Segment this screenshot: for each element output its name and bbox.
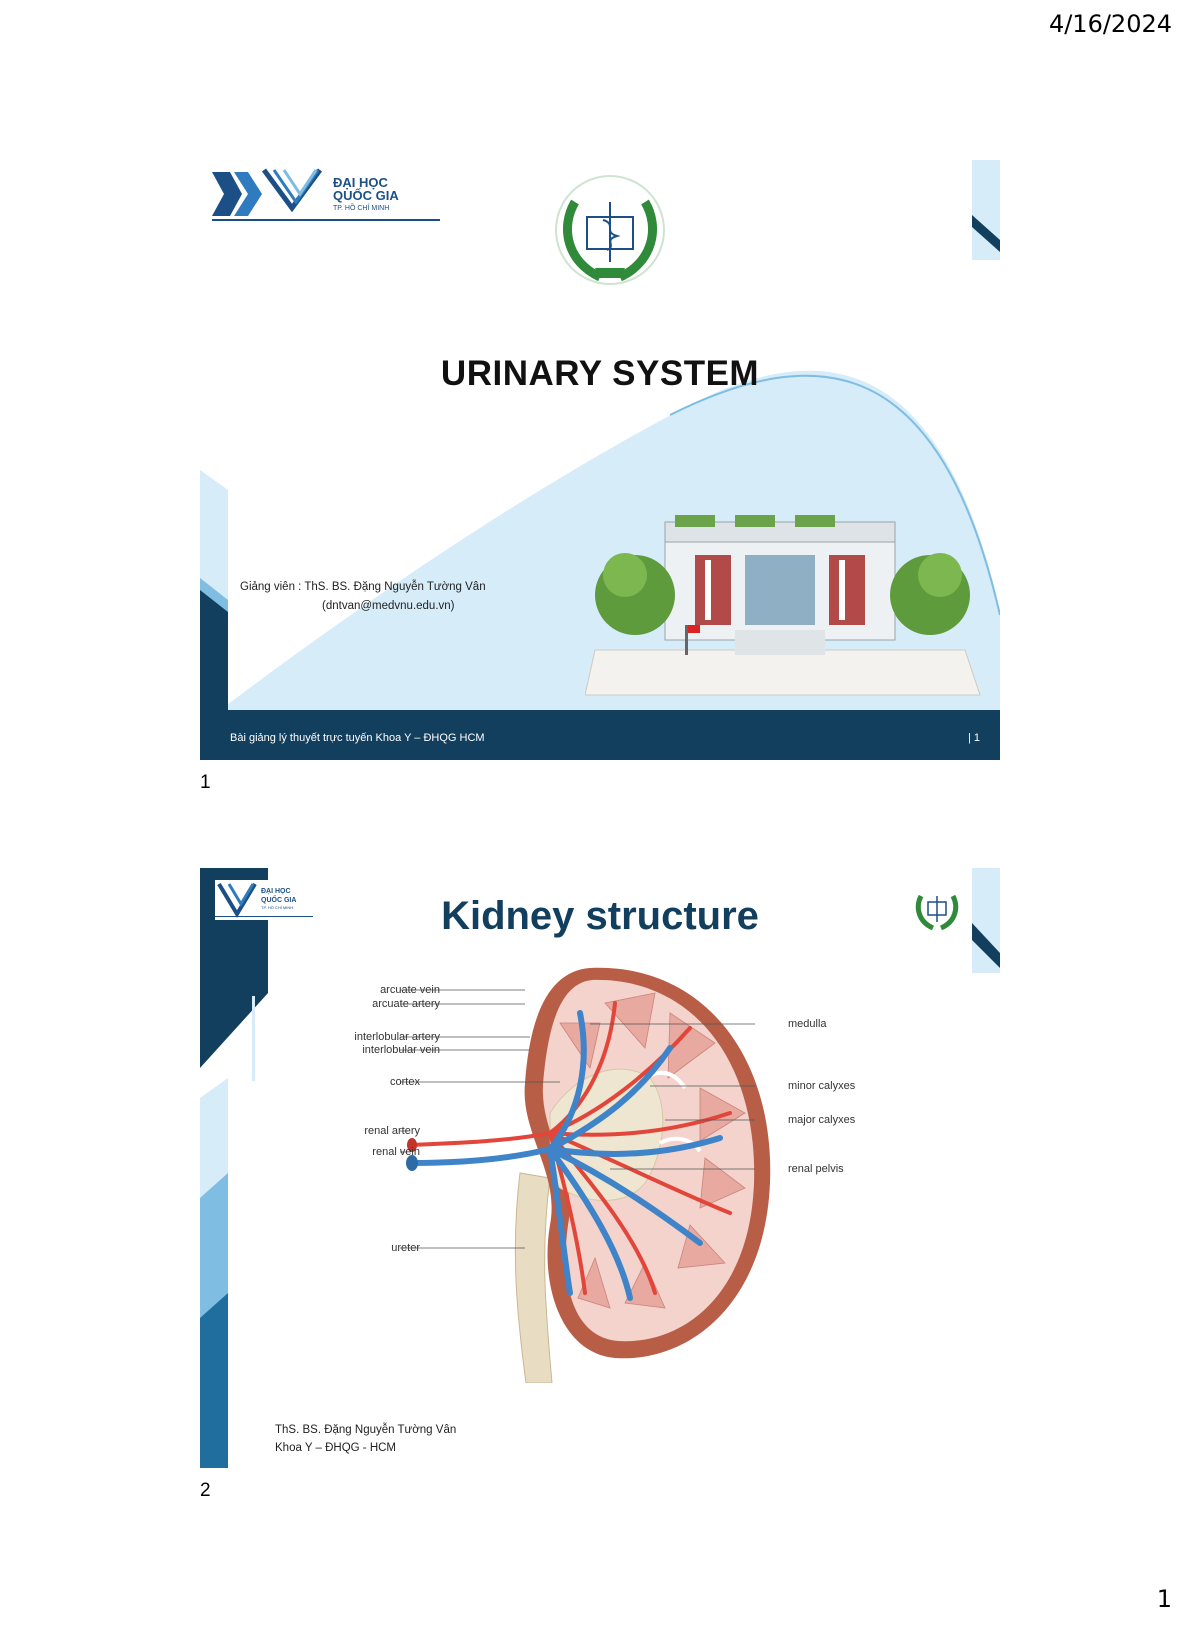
slide-1: ĐẠI HỌC QUỐC GIA TP. HỒ CHÍ MINH URINARY… <box>200 160 1000 760</box>
label-minor-calyxes: minor calyxes <box>788 1080 856 1092</box>
label-renal-vein: renal vein <box>372 1146 420 1158</box>
page-number: 1 <box>1156 1585 1172 1613</box>
label-interlobular-vein: interlobular vein <box>362 1044 440 1056</box>
slide-2-title: Kidney structure <box>441 894 759 938</box>
lecturer-name: Giảng viên : ThS. BS. Đặng Nguyễn Tường … <box>240 581 486 593</box>
svg-text:QUỐC GIA: QUỐC GIA <box>261 894 296 904</box>
lecturer-email: (dntvan@medvnu.edu.vn) <box>322 600 455 612</box>
svg-text:TP. HỒ CHÍ MINH: TP. HỒ CHÍ MINH <box>261 905 293 910</box>
label-medulla: medulla <box>788 1018 827 1030</box>
slide-2-footer: ThS. BS. Đặng Nguyễn Tường Vân Khoa Y – … <box>275 1421 456 1457</box>
slide-1-title: URINARY SYSTEM <box>440 354 760 393</box>
vnu-logo-icon <box>212 168 440 221</box>
lecturer-info: Giảng viên : ThS. BS. Đặng Nguyễn Tường … <box>240 578 486 616</box>
vnu-logo-small-icon: ĐẠI HỌC QUỐC GIA TP. HỒ CHÍ MINH <box>215 882 313 918</box>
label-renal-artery: renal artery <box>364 1125 420 1137</box>
footer-page-number: | 1 <box>967 732 980 744</box>
label-arcuate-artery: arcuate artery <box>372 998 440 1010</box>
slide-2-author: ThS. BS. Đặng Nguyễn Tường Vân <box>275 1424 457 1436</box>
label-renal-pelvis: renal pelvis <box>788 1163 844 1175</box>
vnu-logo-small: ĐẠI HỌC QUỐC GIA TP. HỒ CHÍ MINH <box>215 880 315 920</box>
label-major-calyxes: major calyxes <box>788 1114 856 1126</box>
print-date: 4/16/2024 <box>1048 10 1172 38</box>
footer-bar <box>200 710 1000 760</box>
label-cortex: cortex <box>390 1076 420 1088</box>
label-ureter: ureter <box>391 1242 420 1254</box>
faculty-seal-small-icon <box>915 886 959 931</box>
kidney-diagram-icon <box>400 967 771 1383</box>
slide-2: ĐẠI HỌC QUỐC GIA TP. HỒ CHÍ MINH Kidney … <box>200 868 1000 1468</box>
university-name: ĐẠI HỌC QUỐC GIA TP. HỒ CHÍ MINH <box>333 175 399 212</box>
slide-2-faculty: Khoa Y – ĐHQG - HCM <box>275 1442 397 1454</box>
label-interlobular-artery: interlobular artery <box>354 1031 440 1043</box>
svg-text:ĐẠI HỌC: ĐẠI HỌC <box>261 888 291 895</box>
slide-number-2: 2 <box>200 1480 211 1501</box>
building-illustration-icon <box>585 515 981 696</box>
slide-number-1: 1 <box>200 772 211 793</box>
footer-text: Bài giảng lý thuyết trực tuyến Khoa Y – … <box>230 732 485 744</box>
faculty-seal-icon <box>555 175 665 285</box>
label-arcuate-vein: arcuate vein <box>380 984 440 996</box>
